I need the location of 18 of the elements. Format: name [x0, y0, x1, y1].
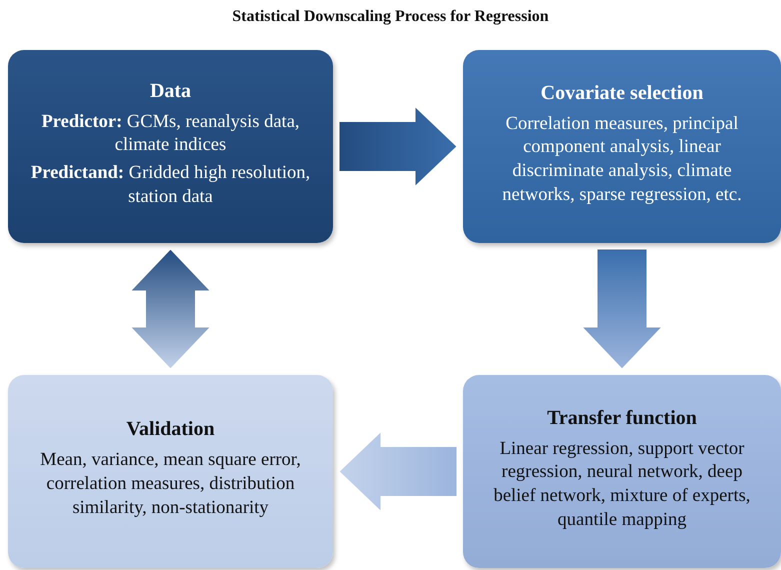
box-text: Predictand: Gridded high resolution, station data [30, 162, 312, 209]
box-heading: Transfer function [547, 406, 697, 430]
block-arrow [580, 248, 664, 370]
box-heading: Validation [126, 418, 215, 442]
box-text: Predictor: GCMs, reanalysis data, climate indices [40, 110, 301, 158]
process-box [463, 50, 781, 243]
block-arrow [338, 430, 458, 513]
block-arrow [129, 248, 212, 370]
process-box [463, 375, 781, 568]
box-heading: Data [150, 80, 192, 103]
process-box [8, 375, 333, 568]
diagram-title: Statistical Downscaling Process for Regression [231, 8, 550, 26]
box-text: Correlation measures, principal component analysis, linear discriminate analysis, climate networks, sparse regression, etc. [501, 112, 743, 207]
process-box [8, 50, 333, 243]
block-arrow [338, 105, 458, 188]
box-text: Mean, variance, mean square error, correlation measures, distribution similarity, non-stationarity [39, 449, 302, 520]
box-text: Linear regression, support vector regression, neural network, deep belief network, mixture of experts, quantile mapping [492, 438, 752, 532]
box-heading: Covariate selection [540, 82, 704, 105]
